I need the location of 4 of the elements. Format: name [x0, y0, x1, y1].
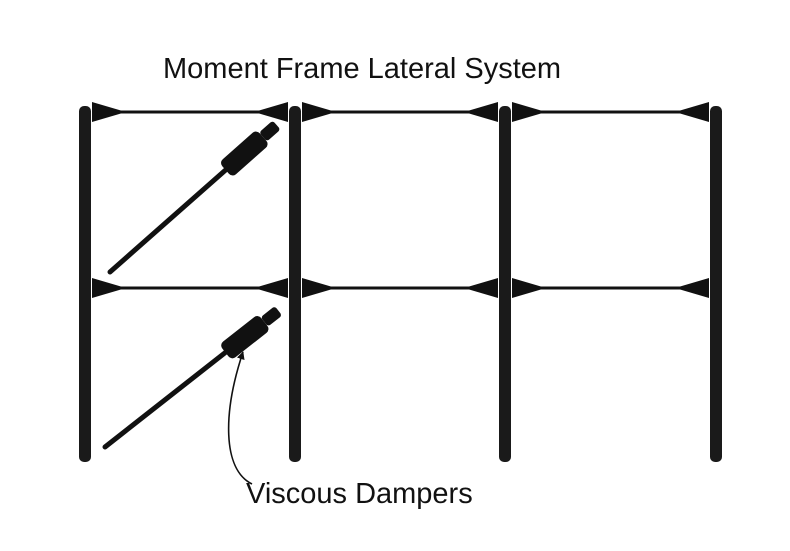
leader-line — [228, 351, 252, 485]
viscous-damper — [102, 306, 282, 450]
callout-label: Viscous Dampers — [246, 478, 473, 511]
title: Moment Frame Lateral System — [163, 53, 562, 86]
